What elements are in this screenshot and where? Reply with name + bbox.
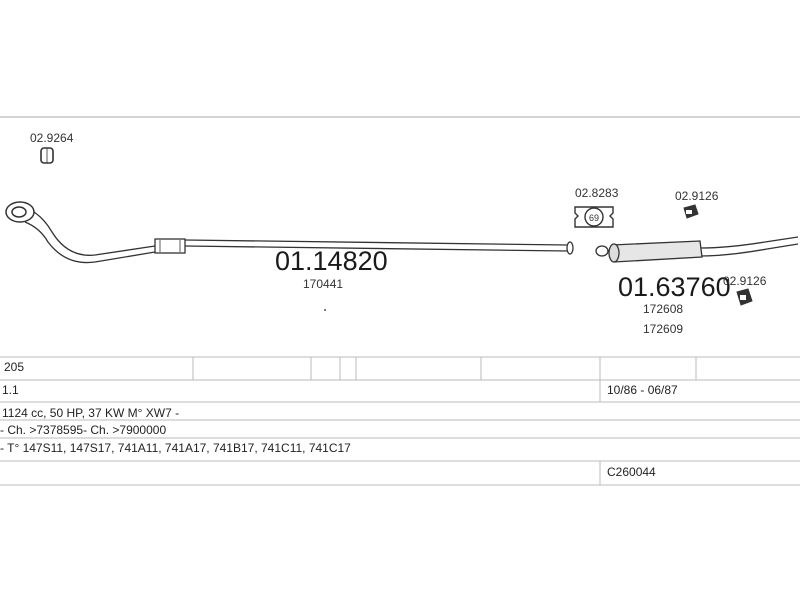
rubber-lower-part [736,288,753,306]
front-clamp-code: 02.9264 [30,131,74,145]
table-code: C260044 [607,465,656,479]
table-types: - T° 147S11, 147S17, 741A11, 741A17, 741… [0,441,351,455]
front-flange [5,201,35,223]
rear-silencer [595,236,799,263]
rubber-lower-code: 02.9126 [723,274,767,288]
center-dot [324,309,326,311]
rubber-upper-part [683,204,699,219]
rear-silencer-ref1: 172608 [643,302,683,316]
table-engine-size: 1.1 [2,383,19,397]
gasket-part [574,206,614,228]
rubber-upper-code: 02.9126 [675,189,719,203]
table-model: 205 [4,360,25,374]
table-spec: 1124 cc, 50 HP, 37 KW M° XW7 - [2,406,180,420]
front-pipe-ref: 170441 [303,277,343,291]
rear-silencer-ref2: 172609 [643,322,683,336]
front-clamp-part [40,147,54,164]
table-dates: 10/86 - 06/87 [607,383,678,397]
rear-silencer-code: 01.63760 [618,272,731,302]
front-pipe [14,204,574,264]
table-chassis: - Ch. >7378595- Ch. >7900000 [0,423,167,437]
gasket-code: 02.8283 [575,186,619,200]
gasket-inner-label: 69 [589,213,599,223]
info-table-lines [0,356,800,486]
front-pipe-code: 01.14820 [275,246,388,276]
